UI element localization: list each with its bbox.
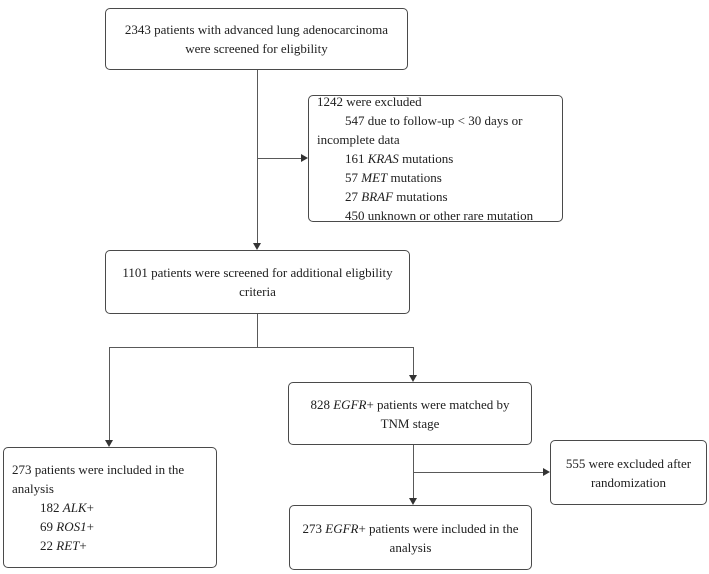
arrowhead-into-egfr-included xyxy=(409,498,417,505)
box-text-line: 182 ALK+ xyxy=(40,500,94,515)
box-text-line: 1101 patients were screened for addition… xyxy=(122,265,393,299)
box-text-line: 828 EGFR+ patients were matched by TNM s… xyxy=(310,396,510,431)
connector-branch-to-excluded-first xyxy=(257,158,302,159)
arrowhead-into-excluded-first xyxy=(301,154,308,162)
box-excluded-first: 1242 were excluded 547 due to follow-up <… xyxy=(308,94,563,223)
box-text-line: 273 EGFR+ patients were included in the … xyxy=(302,520,519,555)
box-text-line: 27 BRAF mutations xyxy=(345,189,448,204)
box-included-analysis: 273 patients were included in the analys… xyxy=(3,447,217,568)
box-text-line: 57 MET mutations xyxy=(345,170,442,185)
connector-to-egfr-matched xyxy=(413,347,414,376)
box-text-line: 555 were excluded after randomization xyxy=(565,455,692,490)
arrowhead-into-additional-screening xyxy=(253,243,261,250)
connector-screening-to-additional xyxy=(257,70,258,244)
box-text-line: 450 unknown or other rare mutation xyxy=(345,208,534,223)
connector-branch-to-excluded-randomization xyxy=(413,472,544,473)
box-text-line: 69 ROS1+ xyxy=(40,519,94,534)
arrowhead-into-egfr-matched xyxy=(409,375,417,382)
box-text-line: 1242 were excluded xyxy=(317,94,422,109)
connector-additional-down xyxy=(257,314,258,348)
box-text-line: 22 RET+ xyxy=(40,538,87,553)
box-text-line: 161 KRAS mutations xyxy=(345,151,454,166)
box-screening-eligibility: 2343 patients with advanced lung adenoca… xyxy=(105,8,408,70)
box-text-line: 547 due to follow-up < 30 days or incomp… xyxy=(317,113,523,147)
connector-split-horizontal xyxy=(109,347,414,348)
box-egfr-matched: 828 EGFR+ patients were matched by TNM s… xyxy=(288,382,532,445)
arrowhead-into-excluded-randomization xyxy=(543,468,550,476)
box-text-line: 2343 patients with advanced lung adenoca… xyxy=(124,22,389,56)
box-additional-screening: 1101 patients were screened for addition… xyxy=(105,250,410,314)
box-text-line: 273 patients were included in the analys… xyxy=(12,462,185,496)
connector-to-included-analysis xyxy=(109,347,110,441)
box-egfr-included-analysis: 273 EGFR+ patients were included in the … xyxy=(289,505,532,570)
arrowhead-into-included-analysis xyxy=(105,440,113,447)
box-excluded-randomization: 555 were excluded after randomization xyxy=(550,440,707,505)
